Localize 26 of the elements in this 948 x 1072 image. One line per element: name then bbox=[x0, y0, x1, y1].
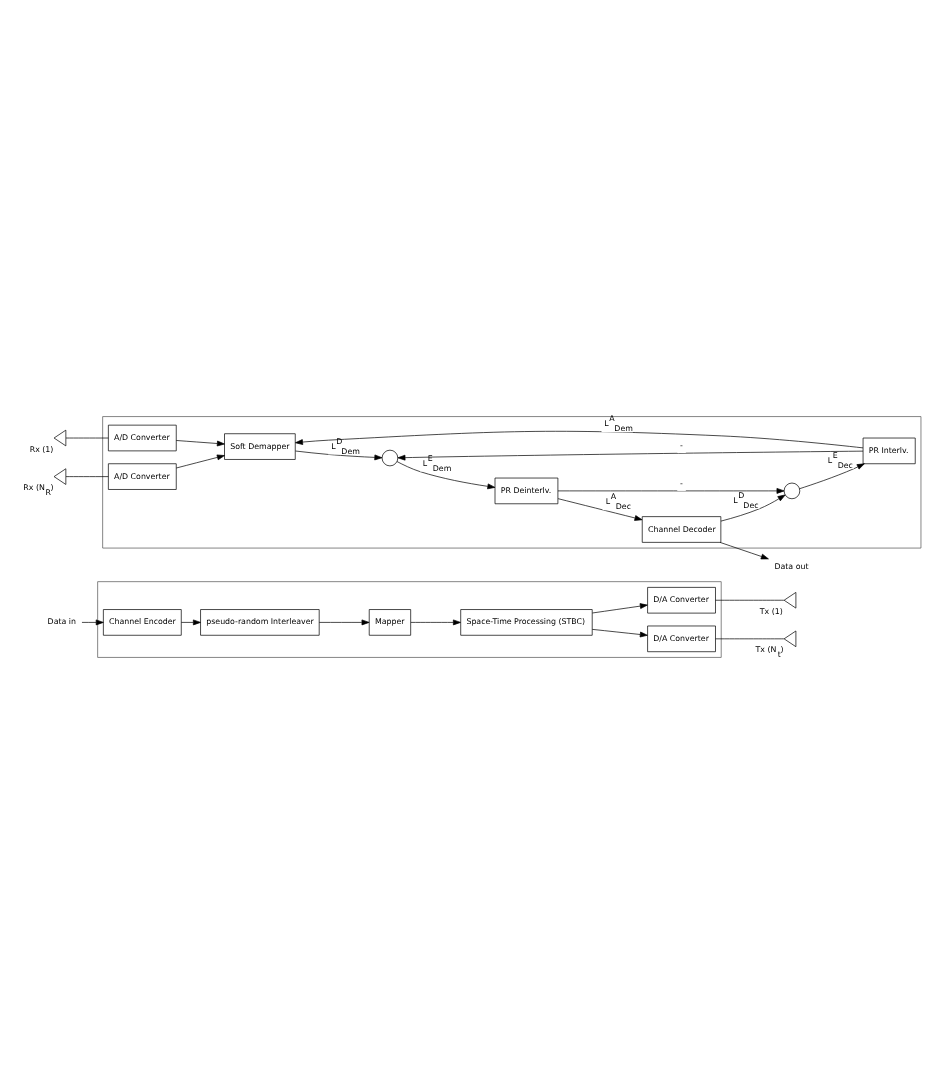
arrow bbox=[409, 618, 460, 625]
arrow bbox=[294, 429, 863, 448]
connector bbox=[714, 598, 784, 600]
node-triangle bbox=[52, 428, 66, 446]
node-circle bbox=[782, 481, 800, 499]
connector bbox=[64, 436, 108, 438]
arrow bbox=[180, 618, 200, 625]
connector bbox=[714, 637, 784, 639]
arrow bbox=[798, 462, 864, 489]
arrow bbox=[556, 497, 642, 520]
connector bbox=[64, 475, 108, 476]
arrow bbox=[556, 487, 784, 493]
node-triangle bbox=[782, 629, 796, 647]
node-triangle bbox=[782, 591, 796, 608]
arrow bbox=[396, 449, 863, 460]
node-circle bbox=[380, 448, 398, 466]
arrow bbox=[718, 541, 768, 559]
arrow bbox=[591, 628, 647, 637]
arrow bbox=[591, 602, 647, 613]
arrow bbox=[317, 618, 369, 625]
arrow bbox=[174, 439, 224, 446]
arrow bbox=[395, 460, 495, 489]
arrow bbox=[174, 453, 224, 468]
node-triangle bbox=[52, 467, 66, 484]
arrow bbox=[80, 618, 103, 625]
arrow bbox=[294, 449, 382, 460]
